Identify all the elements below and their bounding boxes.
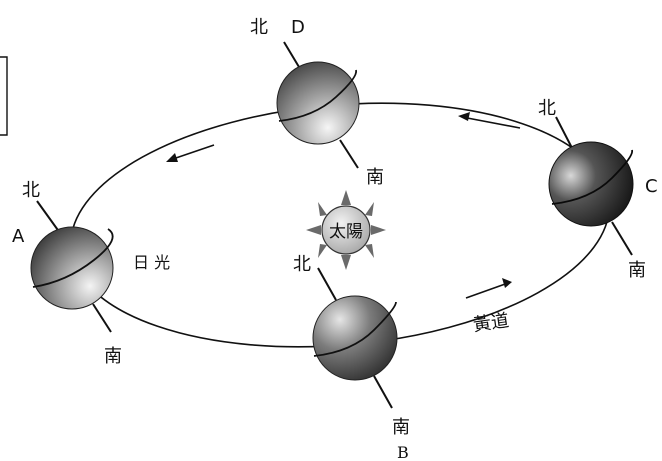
earth-d-axis-south: [339, 139, 359, 169]
orbit-arrow-top-left: [166, 144, 215, 162]
earth-position-c: C 北 南: [538, 98, 658, 281]
earth-c-south-label: 南: [628, 260, 646, 281]
earth-d-south-label: 南: [366, 167, 384, 188]
earth-b-north-label: 北: [293, 254, 311, 275]
earth-d-globe: [276, 61, 360, 145]
orbit-arrow-top-right: [458, 112, 521, 129]
earth-position-b: 北 南 B: [293, 254, 410, 461]
earth-c-equator: [551, 149, 634, 205]
earth-a-south-label: 南: [104, 346, 122, 367]
earth-d-equator: [278, 69, 358, 122]
sun: 太陽: [306, 190, 386, 270]
earth-a-north-label: 北: [22, 180, 40, 201]
earth-b-equator: [313, 301, 397, 357]
earth-a-axis-south: [92, 303, 112, 333]
sun-label: 太陽: [329, 222, 363, 242]
earth-c-axis-south: [611, 221, 633, 256]
earth-a-letter: A: [12, 226, 25, 247]
earth-b-globe: [312, 295, 398, 381]
sun-disc: [321, 205, 371, 255]
earth-b-axis-north: [317, 267, 337, 301]
earth-position-d: 北 D 南: [250, 17, 384, 188]
earth-a-equator: [32, 228, 114, 288]
earth-c-axis-north: [555, 116, 573, 149]
earth-d-letter: D: [291, 17, 305, 38]
earth-a-globe: [30, 226, 114, 310]
earth-b-axis-south: [373, 375, 393, 409]
earth-b-south-label: 南: [392, 417, 410, 438]
left-edge-frame: [0, 56, 8, 136]
ecliptic-label: 黃道: [472, 310, 511, 336]
earth-a-axis-north: [36, 200, 61, 234]
sunlight-label: 日 光: [133, 253, 170, 272]
earth-d-north-label: 北: [250, 17, 268, 38]
sun-rays: [306, 190, 386, 270]
orbit-arrow-bottom-right: [465, 278, 512, 299]
earth-c-globe: [548, 141, 634, 227]
earth-c-letter: C: [645, 176, 658, 197]
earth-b-letter: B: [397, 443, 409, 461]
earth-c-north-label: 北: [538, 98, 556, 119]
earth-position-a: A 北 南: [12, 180, 122, 367]
